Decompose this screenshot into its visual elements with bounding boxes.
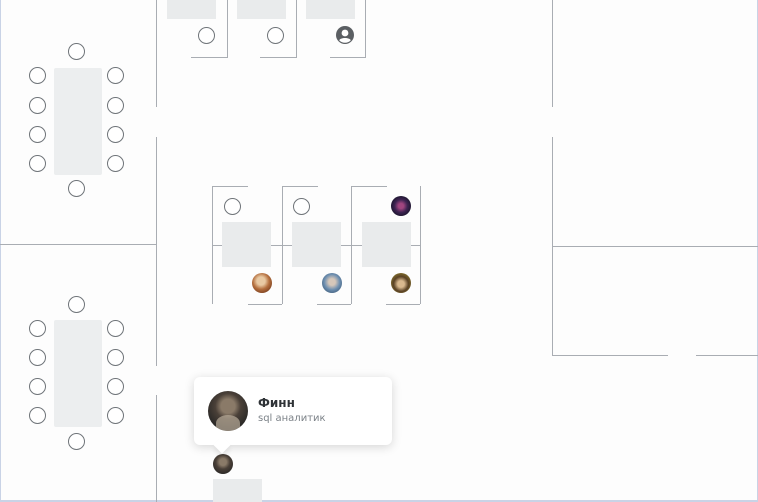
wall — [552, 246, 758, 247]
wall — [296, 0, 297, 57]
wall — [351, 186, 387, 187]
desk — [222, 222, 271, 267]
desk — [237, 0, 286, 19]
user-placeholder-icon[interactable] — [335, 25, 355, 45]
seat[interactable] — [29, 97, 46, 114]
user-avatar[interactable] — [252, 273, 272, 293]
wall — [227, 0, 228, 57]
seat[interactable] — [107, 349, 124, 366]
user-avatar[interactable] — [391, 196, 411, 216]
wall — [156, 395, 157, 502]
wall — [386, 304, 420, 305]
wall — [248, 304, 282, 305]
tooltip-user-role: sql аналитик — [258, 413, 326, 424]
meeting-table — [54, 68, 102, 175]
desk — [167, 0, 216, 19]
tooltip-avatar — [208, 391, 248, 431]
wall — [552, 355, 668, 356]
seat[interactable] — [107, 407, 124, 424]
seat[interactable] — [29, 67, 46, 84]
wall — [260, 57, 297, 58]
seat[interactable] — [107, 97, 124, 114]
wall — [552, 0, 553, 107]
seat[interactable] — [68, 433, 85, 450]
desk — [362, 222, 411, 267]
desk — [306, 0, 355, 19]
seat[interactable] — [107, 155, 124, 172]
wall — [156, 0, 157, 107]
seat[interactable] — [29, 155, 46, 172]
wall — [420, 186, 421, 304]
wall — [0, 244, 157, 245]
seat[interactable] — [224, 198, 241, 215]
seat[interactable] — [29, 320, 46, 337]
seat[interactable] — [107, 126, 124, 143]
user-avatar-finn[interactable] — [213, 454, 233, 474]
wall — [282, 186, 318, 187]
seat[interactable] — [68, 43, 85, 60]
wall — [330, 57, 366, 58]
meeting-table — [54, 320, 102, 427]
wall — [696, 355, 758, 356]
user-avatar[interactable] — [322, 273, 342, 293]
desk — [292, 222, 341, 267]
seat[interactable] — [68, 180, 85, 197]
seat[interactable] — [29, 378, 46, 395]
tooltip-user-name: Финн — [258, 396, 295, 410]
desk — [213, 479, 262, 502]
seat[interactable] — [29, 126, 46, 143]
wall — [212, 186, 248, 187]
wall — [156, 137, 157, 366]
wall — [365, 0, 366, 57]
seat[interactable] — [107, 67, 124, 84]
seat[interactable] — [198, 27, 215, 44]
seat[interactable] — [107, 378, 124, 395]
seat[interactable] — [29, 407, 46, 424]
wall — [191, 57, 228, 58]
seat[interactable] — [267, 27, 284, 44]
seat[interactable] — [107, 320, 124, 337]
seat[interactable] — [293, 198, 310, 215]
wall — [317, 304, 351, 305]
seat[interactable] — [68, 296, 85, 313]
user-avatar[interactable] — [391, 273, 411, 293]
user-tooltip: Финн sql аналитик — [194, 377, 392, 445]
seat[interactable] — [29, 349, 46, 366]
